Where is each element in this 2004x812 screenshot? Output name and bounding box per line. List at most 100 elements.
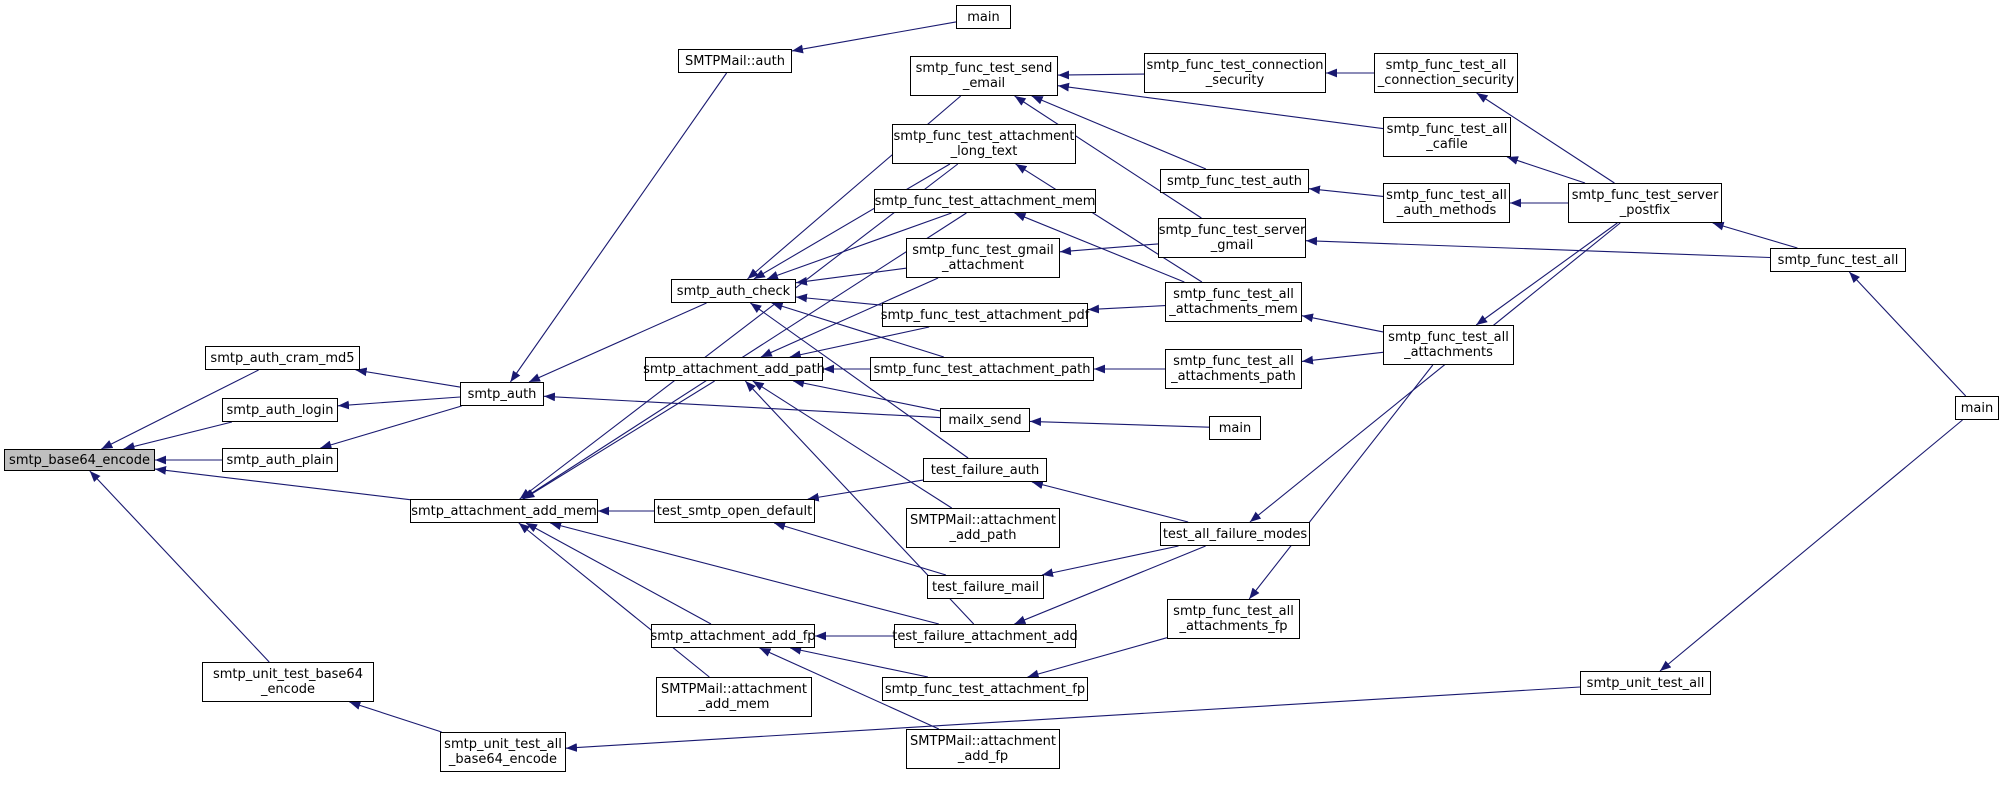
edge-smtpmail_add_fp-to-attachment_add_fp <box>759 647 940 730</box>
edge-smtp_auth-to-auth_login <box>337 396 461 410</box>
node-unit-test-base64-encode[interactable]: smtp_unit_test_base64 _encode <box>202 662 374 702</box>
edge-all_att_mem-to-att_long_text <box>1015 163 1203 283</box>
edge-server_gmail-to-send_email <box>1014 95 1202 219</box>
edge-main_mid-to-mailx_send <box>1029 417 1210 428</box>
edge-att_mem_test-to-auth_check <box>766 212 952 280</box>
edge-server_gmail-to-gmail_att <box>1059 243 1159 256</box>
edge-smtp_auth-to-auth_plain <box>320 405 462 450</box>
node-auth-cram-md5[interactable]: smtp_auth_cram_md5 <box>205 346 360 370</box>
edge-smtp_auth-to-auth_cram_md5 <box>355 367 461 388</box>
edge-auth_cram_md5-to-base64_encode <box>101 369 259 450</box>
node-failure-auth[interactable]: test_failure_auth <box>923 458 1047 482</box>
edge-main_right-to-unit_test_all <box>1659 419 1963 672</box>
edge-main_top-to-smtpmail_auth <box>791 21 957 54</box>
edge-attachment_add_fp-to-attachment_add_mem <box>525 522 712 625</box>
node-unit-all-base64[interactable]: smtp_unit_test_all _base64_encode <box>440 732 566 772</box>
node-att-mem-test[interactable]: smtp_func_test_attachment_mem <box>874 189 1096 213</box>
node-all-att-path[interactable]: smtp_func_test_all _attachments_path <box>1165 349 1302 389</box>
node-gmail-att[interactable]: smtp_func_test_gmail _attachment <box>906 238 1060 278</box>
node-main-right[interactable]: main <box>1955 396 1999 420</box>
node-server-postfix[interactable]: smtp_func_test_server _postfix <box>1568 183 1722 223</box>
node-smtp-auth[interactable]: smtp_auth <box>460 382 544 406</box>
node-failure-mail[interactable]: test_failure_mail <box>927 575 1044 599</box>
node-all-attachments[interactable]: smtp_func_test_all _attachments <box>1383 325 1514 365</box>
edge-att_long_text-to-auth_check <box>753 163 951 280</box>
edge-att_pdf-to-auth_check <box>795 293 883 306</box>
edge-failure_auth-to-test_smtp_open_default <box>807 479 924 502</box>
node-auth-login[interactable]: smtp_auth_login <box>222 398 338 422</box>
edge-smtpmail_add_path-to-attachment_add_path <box>752 380 952 509</box>
edge-mailx_send-to-smtp_auth <box>543 392 941 419</box>
node-attachment-add-path[interactable]: smtp_attachment_add_path <box>643 357 825 381</box>
edge-att_long_text-to-attachment_add_mem <box>519 163 959 500</box>
edge-all_attachments-to-all_att_path <box>1301 351 1384 365</box>
edge-att_pdf-to-attachment_add_path <box>789 326 930 359</box>
node-smtpmail-add-mem[interactable]: SMTPMail::attachment _add_mem <box>656 677 812 717</box>
edge-all_attachments-to-all_att_mem <box>1301 313 1384 333</box>
node-att-path-test[interactable]: smtp_func_test_attachment_path <box>870 357 1094 381</box>
node-all-att-fp[interactable]: smtp_func_test_all _attachments_fp <box>1167 599 1300 639</box>
edge-all_failure-to-failure_mail <box>1041 545 1179 578</box>
edge-conn_security-to-send_email <box>1057 70 1145 80</box>
edge-main_right-to-func_test_all <box>1848 271 1967 397</box>
node-failure-att-add[interactable]: test_failure_attachment_add <box>892 624 1078 648</box>
node-smtpmail-add-path[interactable]: SMTPMail::attachment _add_path <box>906 508 1060 548</box>
node-auth-plain[interactable]: smtp_auth_plain <box>222 448 338 472</box>
edge-failure_mail-to-test_smtp_open_default <box>773 521 947 576</box>
node-server-gmail[interactable]: smtp_func_test_server _gmail <box>1158 218 1306 258</box>
edge-gmail_att-to-auth_check <box>795 267 907 286</box>
node-all-failure[interactable]: test_all_failure_modes <box>1160 522 1310 546</box>
edge-unit_all_base64-to-unit_test_base64_encode <box>349 701 442 733</box>
node-auth-check[interactable]: smtp_auth_check <box>671 279 796 303</box>
node-att-pdf[interactable]: smtp_func_test_attachment_pdf <box>881 303 1089 327</box>
edge-all_att_mem-to-att_pdf <box>1087 304 1166 314</box>
edge-all_failure-to-failure_att_add <box>1014 545 1206 625</box>
node-smtpmail-add-fp[interactable]: SMTPMail::attachment _add_fp <box>906 729 1060 769</box>
node-attachment-add-fp[interactable]: smtp_attachment_add_fp <box>650 624 816 648</box>
edge-all_cafile-to-send_email <box>1057 82 1384 130</box>
node-all-conn-security[interactable]: smtp_func_test_all _connection_security <box>1374 53 1518 93</box>
node-mailx-send[interactable]: mailx_send <box>940 408 1030 432</box>
edge-att_mem_test-to-attachment_add_mem <box>522 212 967 500</box>
node-unit-test-all[interactable]: smtp_unit_test_all <box>1580 671 1711 695</box>
edge-gmail_att-to-attachment_add_path <box>760 277 939 358</box>
edge-failure_att_add-to-attachment_add_mem <box>550 521 939 625</box>
edge-att_fp_test-to-attachment_add_fp <box>789 645 929 678</box>
edge-att_path_test-to-auth_check <box>771 302 944 358</box>
edge-server_postfix-to-all_attachments <box>1475 222 1618 326</box>
edge-all_attachments-to-all_att_fp <box>1248 364 1434 600</box>
node-main-top[interactable]: main <box>956 5 1011 29</box>
edge-auth_check-to-smtp_auth <box>528 302 707 383</box>
edge-unit_test_base64_encode-to-base64_encode <box>89 470 270 663</box>
node-func-test-all[interactable]: smtp_func_test_all <box>1770 248 1906 272</box>
node-send-email[interactable]: smtp_func_test_send _email <box>910 56 1058 96</box>
edge-mailx_send-to-attachment_add_path <box>792 378 941 412</box>
node-main-mid[interactable]: main <box>1209 416 1261 440</box>
node-att-fp-test[interactable]: smtp_func_test_attachment_fp <box>882 677 1088 701</box>
node-all-att-mem[interactable]: smtp_func_test_all _attachments_mem <box>1165 282 1302 322</box>
node-base64-encode: smtp_base64_encode <box>4 449 155 471</box>
edge-all_att_mem-to-att_mem_test <box>1014 212 1185 283</box>
edge-auth_login-to-base64_encode <box>123 421 233 451</box>
edge-server_postfix-to-all_failure <box>1249 222 1621 523</box>
node-conn-security[interactable]: smtp_func_test_connection _security <box>1144 53 1326 93</box>
edge-all_auth_methods-to-func_auth <box>1308 185 1384 197</box>
edge-func_auth-to-send_email <box>1031 95 1207 170</box>
node-att-long-text[interactable]: smtp_func_test_attachment _long_text <box>892 124 1076 164</box>
edge-smtpmail_auth-to-smtp_auth <box>509 72 728 383</box>
node-smtpmail-auth[interactable]: SMTPMail::auth <box>678 49 792 73</box>
node-func-auth[interactable]: smtp_func_test_auth <box>1160 169 1309 193</box>
node-all-cafile[interactable]: smtp_func_test_all _cafile <box>1383 117 1511 157</box>
edge-all_att_fp-to-att_fp_test <box>1027 637 1168 679</box>
edge-server_postfix-to-all_conn_security <box>1476 92 1615 184</box>
edge-attachment_add_path-to-attachment_add_mem <box>523 380 715 500</box>
node-attachment-add-mem[interactable]: smtp_attachment_add_mem <box>410 499 598 523</box>
node-all-auth-methods[interactable]: smtp_func_test_all _auth_methods <box>1383 183 1510 223</box>
edge-func_test_all-to-server_postfix <box>1712 221 1798 249</box>
edge-unit_test_all-to-unit_all_base64 <box>565 686 1581 752</box>
node-test-smtp-open-default[interactable]: test_smtp_open_default <box>654 499 815 523</box>
edge-all_failure-to-failure_auth <box>1031 480 1189 523</box>
edge-server_postfix-to-all_cafile <box>1506 156 1586 184</box>
